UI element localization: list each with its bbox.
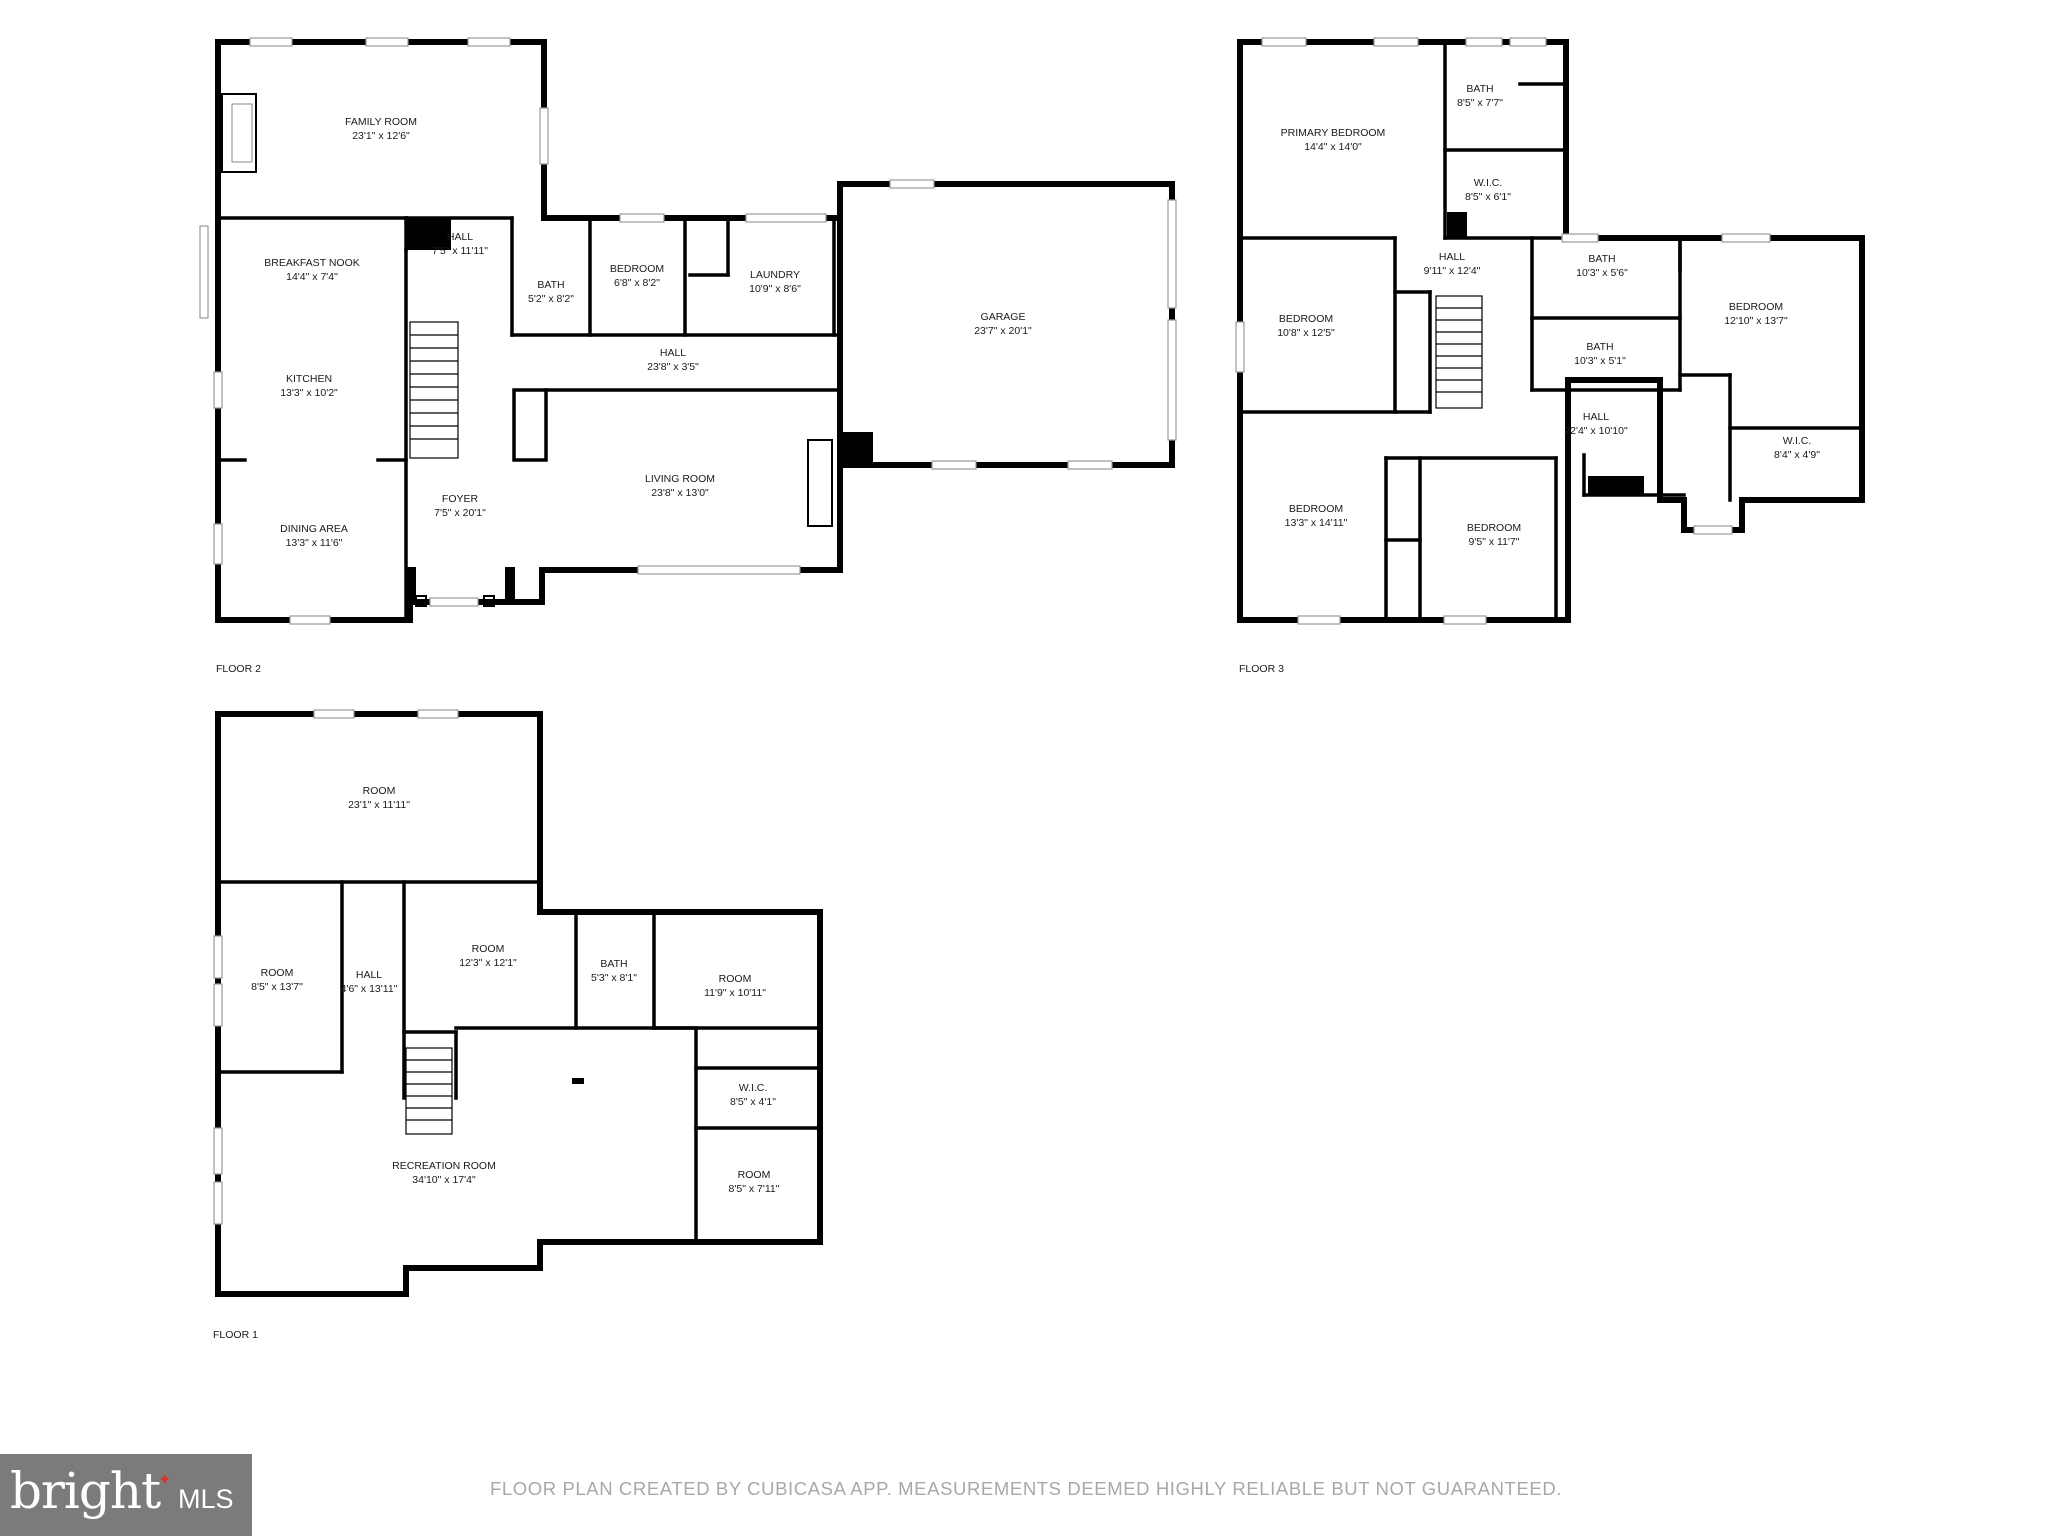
- disclaimer-text: FLOOR PLAN CREATED BY CUBICASA APP. MEAS…: [490, 1478, 1563, 1499]
- room-dim: 13'3" x 10'2": [280, 387, 338, 399]
- room-dim: 22'4" x 10'10": [1564, 425, 1628, 437]
- chimney-block: [405, 218, 451, 250]
- room-dim: 10'9" x 8'6": [749, 283, 801, 295]
- logo-spark-icon: ✦: [158, 1472, 172, 1489]
- room-name: BATH: [1466, 83, 1493, 95]
- room-name: FOYER: [442, 493, 479, 505]
- room-dim: 23'1" x 11'11": [348, 799, 410, 811]
- room-name: KITCHEN: [286, 373, 332, 385]
- bright-mls-logo: bright ✦ MLS: [0, 1454, 252, 1536]
- room-name: BEDROOM: [610, 263, 664, 275]
- room-name: BATH: [600, 958, 627, 970]
- room-name: ROOM: [261, 967, 294, 979]
- room-name: FAMILY ROOM: [345, 116, 417, 128]
- room-name: LIVING ROOM: [645, 473, 715, 485]
- floor-3-label: FLOOR 3: [1239, 663, 1284, 675]
- logo-wordmark: bright: [10, 1462, 161, 1520]
- room-dim: 23'8" x 3'5": [647, 361, 699, 373]
- room-dim: 5'3" x 8'1": [591, 972, 637, 984]
- room-dim: 7'5" x 11'11": [432, 245, 488, 257]
- room-dim: 8'5" x 6'1": [1465, 191, 1511, 203]
- floor-1-label: FLOOR 1: [213, 1329, 258, 1341]
- room-dim: 13'3" x 11'6": [286, 537, 343, 549]
- room-dim: 8'5" x 4'1": [730, 1096, 776, 1108]
- room-name: BATH: [1586, 341, 1613, 353]
- room-name: BREAKFAST NOOK: [264, 257, 360, 269]
- room-dim: 6'8" x 8'2": [614, 277, 660, 289]
- room-name: ROOM: [738, 1169, 771, 1181]
- room-dim: 11'9" x 10'11": [704, 987, 766, 999]
- room-dim: 12'10" x 13'7": [1724, 315, 1788, 327]
- room-name: BATH: [1588, 253, 1615, 265]
- room-name: HALL: [447, 231, 473, 243]
- room-dim: 9'11" x 12'4": [1424, 265, 1481, 277]
- room-name: W.I.C.: [1783, 435, 1812, 447]
- floor-1-outer-wall: [215, 711, 823, 1297]
- room-name: BEDROOM: [1289, 503, 1343, 515]
- room-dim: 23'8" x 13'0": [651, 487, 709, 499]
- room-dim: 8'5" x 13'7": [251, 981, 303, 993]
- room-name: BATH: [537, 279, 564, 291]
- room-dim: 8'5" x 7'11": [729, 1183, 780, 1195]
- floor-2-stairs: [409, 321, 459, 459]
- room-dim: 9'5" x 11'7": [1469, 536, 1520, 548]
- room-dim: 10'3" x 5'6": [1576, 267, 1628, 279]
- floor-2-label: FLOOR 2: [216, 663, 261, 675]
- room-name: BEDROOM: [1279, 313, 1333, 325]
- room-name: HALL: [356, 969, 382, 981]
- room-dim: 34'10" x 17'4": [412, 1174, 476, 1186]
- room-name: LAUNDRY: [750, 269, 800, 281]
- logo-mls-text: MLS: [178, 1484, 234, 1514]
- room-name: W.I.C.: [739, 1082, 768, 1094]
- room-name: W.I.C.: [1474, 177, 1503, 189]
- room-name: HALL: [1583, 411, 1609, 423]
- room-dim: 8'5" x 7'7": [1457, 97, 1503, 109]
- floor-1-labels: ROOM 23'1" x 11'11" ROOM 8'5" x 13'7" HA…: [213, 785, 780, 1341]
- room-dim: 14'4" x 7'4": [286, 271, 338, 283]
- room-name: RECREATION ROOM: [392, 1160, 496, 1172]
- room-name: HALL: [660, 347, 686, 359]
- room-name: GARAGE: [981, 311, 1026, 323]
- floor-3-labels: PRIMARY BEDROOM 14'4" x 14'0" BATH 8'5" …: [1239, 83, 1820, 675]
- room-name: PRIMARY BEDROOM: [1281, 127, 1386, 139]
- room-dim: 12'3" x 12'1": [459, 957, 517, 969]
- room-dim: 5'2" x 8'2": [528, 293, 574, 305]
- floor-1-plan: [213, 709, 823, 1297]
- room-name: ROOM: [472, 943, 505, 955]
- floor-3-stairs: [1435, 295, 1483, 409]
- room-name: DINING AREA: [280, 523, 348, 535]
- room-dim: 13'3" x 14'11": [1285, 517, 1348, 529]
- floor-1-stairs: [405, 1047, 453, 1135]
- floor-3-plan: [1235, 37, 1865, 625]
- room-name: BEDROOM: [1467, 522, 1521, 534]
- room-name: BEDROOM: [1729, 301, 1783, 313]
- room-name: HALL: [1439, 251, 1465, 263]
- room-dim: 4'6" x 13'11": [341, 983, 398, 995]
- room-name: ROOM: [719, 973, 752, 985]
- floor-2-plan: [199, 37, 1177, 625]
- room-dim: 23'7" x 20'1": [974, 325, 1032, 337]
- floor-2-labels: FAMILY ROOM 23'1" x 12'6" BREAKFAST NOOK…: [216, 116, 1032, 675]
- floor-3-outer-wall: [1237, 39, 1865, 623]
- room-dim: 8'4" x 4'9": [1774, 449, 1820, 461]
- room-dim: 14'4" x 14'0": [1304, 141, 1362, 153]
- room-name: ROOM: [363, 785, 396, 797]
- room-dim: 23'1" x 12'6": [352, 130, 410, 142]
- room-dim: 10'3" x 5'1": [1574, 355, 1626, 367]
- room-dim: 10'8" x 12'5": [1277, 327, 1335, 339]
- room-dim: 7'5" x 20'1": [434, 507, 486, 519]
